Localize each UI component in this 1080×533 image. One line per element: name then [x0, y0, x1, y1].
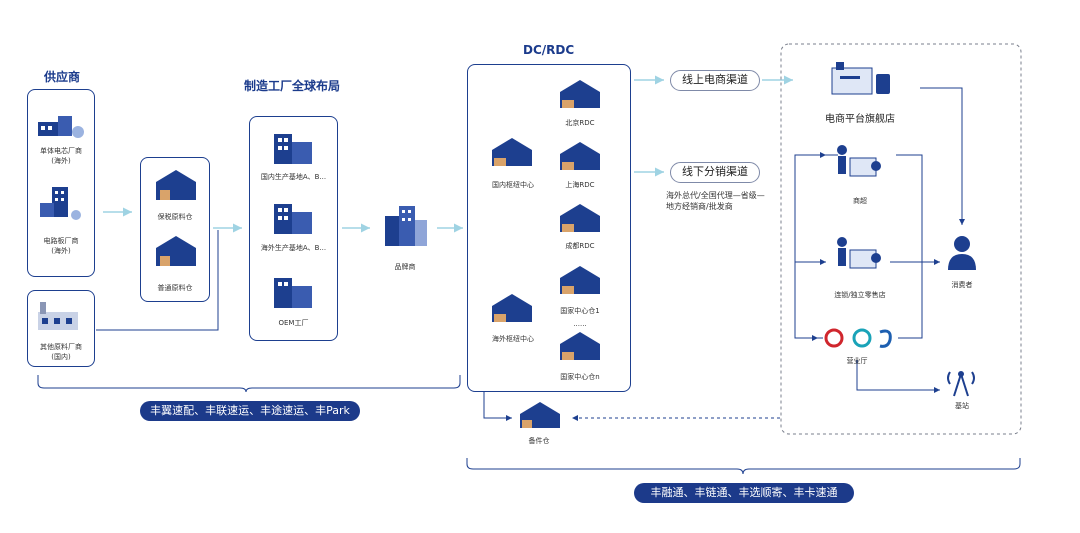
ellipsis-label: ......	[573, 320, 587, 328]
mall-label: 商超	[853, 197, 867, 205]
service-band-right: 丰融通、丰链通、丰选顺寄、丰卡速通	[634, 483, 854, 503]
rdc-beijing-icon	[560, 80, 600, 108]
offline-channel-note: 海外总代/全国代理—省级—地方经销商/批发商	[666, 191, 765, 211]
supplier-label-cell: 单体电芯厂商 (海外)	[40, 147, 82, 165]
business-hall-label: 营业厅	[846, 357, 868, 365]
supplier-label-other: 其他原料厂商 (国内)	[40, 343, 82, 361]
base-station-icon	[947, 371, 975, 397]
national-warehouse-1-label: 国家中心仓1	[560, 307, 600, 315]
spare-warehouse-icon	[520, 402, 560, 428]
overseas-hub-label: 海外枢纽中心	[492, 335, 534, 343]
bonded-warehouse-icon	[156, 170, 196, 200]
consumer-label: 消费者	[951, 281, 973, 289]
raw-material-factory-icon	[38, 302, 78, 330]
supplier-title: 供应商	[44, 70, 81, 84]
warehouse-label-bonded: 保税原料仓	[157, 213, 193, 221]
base-station-label: 基站	[955, 402, 969, 410]
factory-title: 制造工厂全球布局	[244, 79, 341, 93]
spare-warehouse-label: 备件仓	[528, 437, 550, 445]
warehouse-label-normal: 普通原料仓	[157, 284, 193, 292]
rdc-chengdu-icon	[560, 204, 600, 232]
national-warehouse-1-icon	[560, 266, 600, 294]
supplier-label-circuit: 电路板厂商 (海外)	[43, 237, 79, 255]
factory-label-overseas: 海外生产基地A、B...	[260, 244, 327, 252]
offline-channel-pill: 线下分销渠道	[670, 162, 760, 183]
online-channel-pill: 线上电商渠道	[670, 70, 760, 91]
brand-buildings-icon	[385, 206, 427, 246]
mall-icon	[837, 145, 881, 177]
dc-title: DC/RDC	[523, 43, 575, 57]
rdc-shanghai-icon	[560, 142, 600, 170]
oem-plant-icon	[274, 278, 312, 308]
domestic-plant-icon	[274, 134, 312, 164]
ecommerce-label: 电商平台旗舰店	[825, 114, 895, 125]
rdc-label-beijing: 北京RDC	[565, 119, 595, 127]
dc-box	[467, 64, 631, 392]
overseas-plant-icon	[274, 204, 312, 234]
ecommerce-store-icon	[831, 62, 890, 95]
telecom-logos-icon	[824, 328, 892, 348]
factory-label-oem: OEM工厂	[278, 319, 309, 327]
factory-label-domestic: 国内生产基地A、B...	[260, 173, 327, 181]
overseas-hub-icon	[492, 294, 532, 322]
domestic-hub-label: 国内枢纽中心	[492, 181, 534, 189]
rdc-label-chengdu: 成都RDC	[565, 242, 595, 250]
rdc-label-shanghai: 上海RDC	[565, 181, 595, 189]
normal-warehouse-icon	[156, 236, 196, 266]
cell-factory-icon	[38, 116, 84, 138]
service-band-left: 丰翼速配、丰联速运、丰途速运、丰Park	[140, 401, 360, 421]
national-warehouse-n-icon	[560, 332, 600, 360]
domestic-hub-icon	[492, 138, 532, 166]
national-warehouse-n-label: 国家中心仓n	[560, 373, 600, 381]
chain-store-label: 连锁/独立零售店	[834, 291, 886, 299]
brand-label: 品牌商	[394, 263, 416, 271]
circuit-factory-icon	[40, 187, 81, 220]
chain-store-icon	[837, 237, 881, 269]
consumer-icon	[948, 236, 976, 270]
